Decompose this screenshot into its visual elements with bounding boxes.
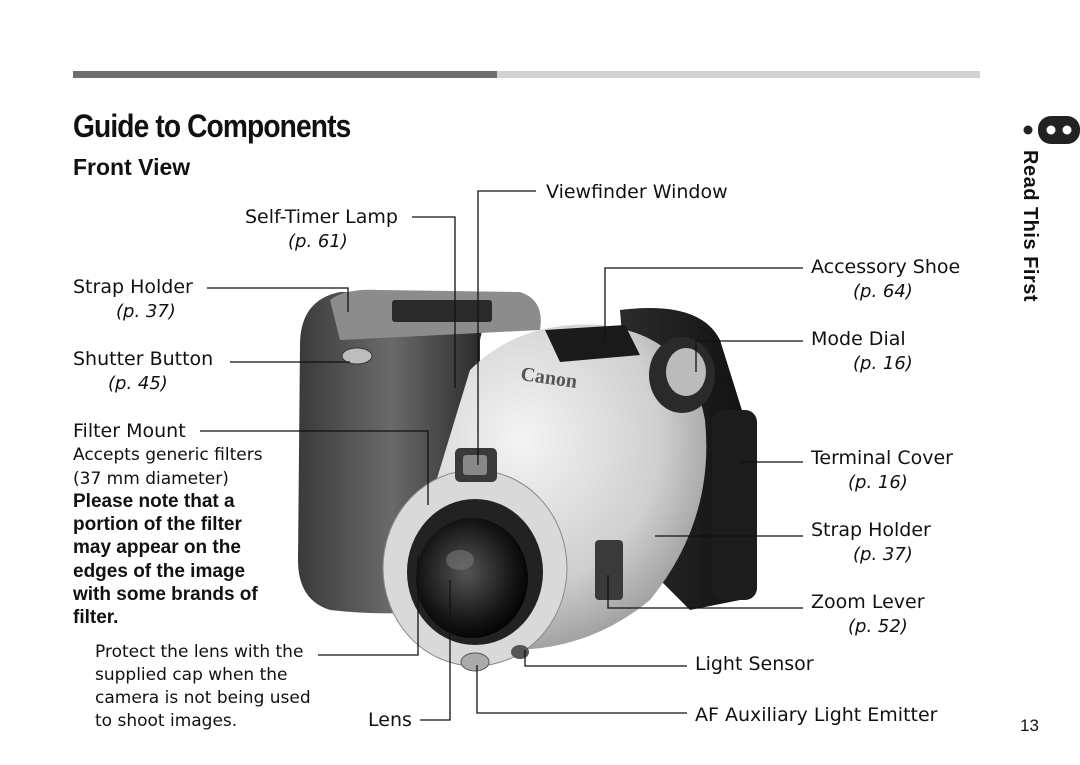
strap-holder-right-page: (p. 37) xyxy=(853,544,913,565)
filter-warning: Please note that a portion of the filter… xyxy=(73,490,258,629)
filter-mount-desc-1: Accepts generic filters xyxy=(73,445,263,465)
page-number: 13 xyxy=(1020,716,1039,735)
filter-warning-line: edges of the image xyxy=(73,560,246,582)
accessory-shoe-page: (p. 64) xyxy=(853,281,913,302)
zoom-lever-label: Zoom Lever xyxy=(811,591,925,613)
self-timer-page: (p. 61) xyxy=(288,231,348,252)
terminal-cover-page: (p. 16) xyxy=(848,472,908,493)
strap-holder-right-label: Strap Holder xyxy=(811,519,931,541)
filter-mount-label: Filter Mount xyxy=(73,420,186,442)
section-dots-icon xyxy=(1023,116,1080,144)
filter-warning-line: filter. xyxy=(73,607,119,629)
viewfinder-window-label: Viewfinder Window xyxy=(546,181,728,203)
mode-dial-page: (p. 16) xyxy=(853,353,913,374)
lens-protect-note: Protect the lens with the supplied cap w… xyxy=(95,641,311,733)
section-subtitle: Front View xyxy=(73,154,191,180)
filter-mount-desc-2: (37 mm diameter) xyxy=(73,469,229,489)
shutter-button-page: (p. 45) xyxy=(108,373,168,394)
lens-label: Lens xyxy=(368,709,412,731)
mode-dial-label: Mode Dial xyxy=(811,328,906,350)
lens-protect-line: Protect the lens with the xyxy=(95,642,304,662)
header-bar-light xyxy=(497,71,980,78)
terminal-cover-label: Terminal Cover xyxy=(811,447,953,469)
shutter-button-label: Shutter Button xyxy=(73,348,214,370)
lens-protect-line: to shoot images. xyxy=(95,711,238,731)
strap-holder-left-label: Strap Holder xyxy=(73,276,193,298)
page-title: Guide to Components xyxy=(73,108,351,144)
self-timer-label: Self-Timer Lamp xyxy=(245,206,398,228)
filter-warning-line: may appear on the xyxy=(73,537,241,559)
header-bar-dark xyxy=(73,71,497,78)
accessory-shoe-label: Accessory Shoe xyxy=(811,256,961,278)
zoom-lever-page: (p. 52) xyxy=(848,616,908,637)
filter-warning-line: with some brands of xyxy=(73,583,258,605)
strap-holder-left-page: (p. 37) xyxy=(116,301,176,322)
side-tab-label: Read This First xyxy=(1019,150,1041,302)
filter-warning-line: Please note that a xyxy=(73,491,235,512)
light-sensor-label: Light Sensor xyxy=(695,653,814,675)
lens-protect-line: camera is not being used xyxy=(95,688,311,708)
lens-protect-line: supplied cap when the xyxy=(95,665,288,685)
af-emitter-label: AF Auxiliary Light Emitter xyxy=(695,704,938,726)
filter-warning-line: portion of the filter xyxy=(73,514,242,536)
